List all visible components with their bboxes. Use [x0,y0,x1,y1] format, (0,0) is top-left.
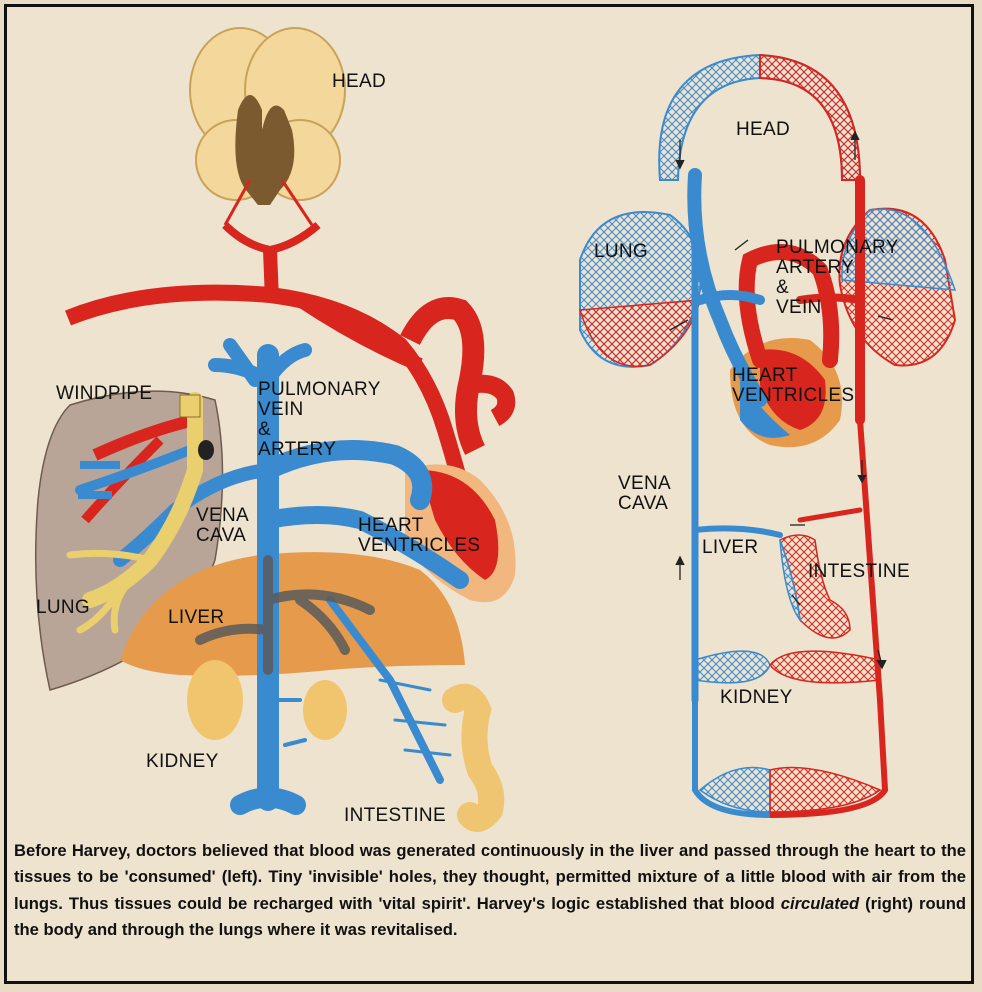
left-label-intestine: INTESTINE [344,806,446,826]
left-label-head: HEAD [332,72,386,92]
left-label-heart-ventricles: HEART VENTRICLES [358,516,480,556]
right-label-lung: LUNG [594,242,648,262]
left-label-lung: LUNG [36,598,90,618]
left-kidney-left [187,660,243,740]
left-label-kidney: KIDNEY [146,752,219,772]
left-intestine [455,697,491,819]
left-kidney-right [303,680,347,740]
right-label-vena-cava: VENA CAVA [618,474,671,514]
right-label-heart-ventricles: HEART VENTRICLES [732,366,854,406]
right-label-intestine: INTESTINE [808,562,910,582]
figure-caption: Before Harvey, doctors believed that blo… [14,838,966,944]
right-label-head: HEAD [736,120,790,140]
left-label-windpipe: WINDPIPE [56,384,152,404]
right-kidney-capillaries [695,651,770,683]
caption-emphasis: circulated [781,894,859,913]
left-label-liver: LIVER [168,608,224,628]
left-label-vena-cava: VENA CAVA [196,506,249,546]
left-label-pulmonary-vein-artery: PULMONARY VEIN & ARTERY [258,380,381,460]
left-carotid [225,225,318,250]
right-label-liver: LIVER [702,538,758,558]
right-label-kidney: KIDNEY [720,688,793,708]
right-label-pulmonary-artery-vein: PULMONARY ARTERY & VEIN [776,238,899,318]
left-head [190,28,345,225]
